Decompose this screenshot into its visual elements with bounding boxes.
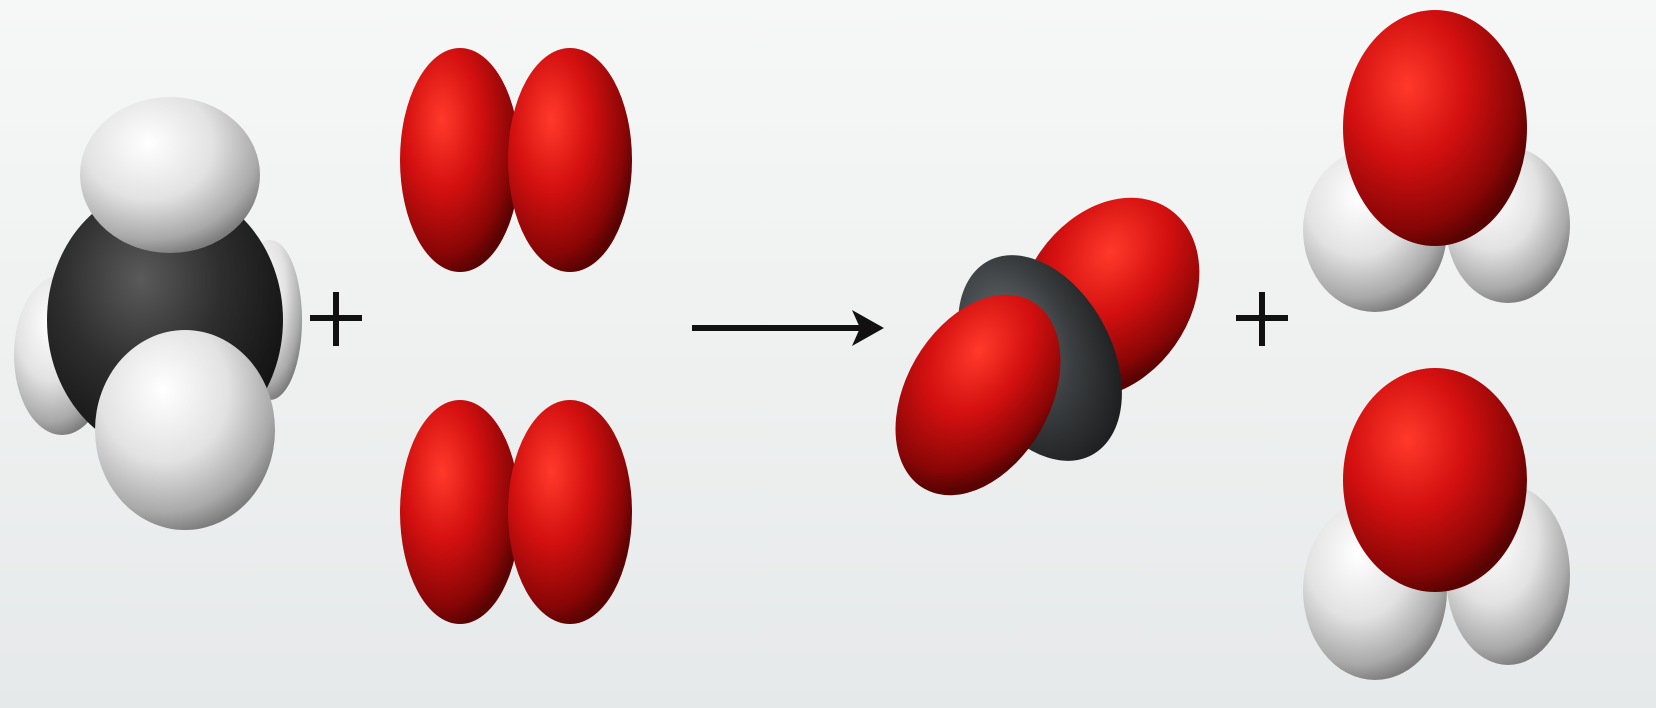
plus-sign — [1236, 292, 1288, 346]
oxygen-atom — [508, 400, 632, 624]
plus-sign — [310, 292, 362, 346]
oxygen-atom — [508, 48, 632, 272]
oxygen-atom — [400, 400, 520, 624]
oxygen-atom — [1343, 368, 1527, 592]
oxygen-molecule — [400, 400, 632, 624]
water-molecule — [1303, 368, 1570, 680]
hydrogen-atom — [80, 97, 260, 253]
oxygen-atom — [895, 294, 1061, 496]
reaction-arrow — [692, 310, 884, 346]
methane-molecule — [14, 97, 302, 530]
oxygen-atom — [1343, 10, 1527, 246]
hydrogen-atom — [95, 330, 275, 530]
water-molecule — [1303, 10, 1570, 312]
oxygen-molecule — [400, 48, 632, 272]
carbon-dioxide-molecule — [895, 197, 1200, 496]
oxygen-atom — [400, 48, 520, 272]
